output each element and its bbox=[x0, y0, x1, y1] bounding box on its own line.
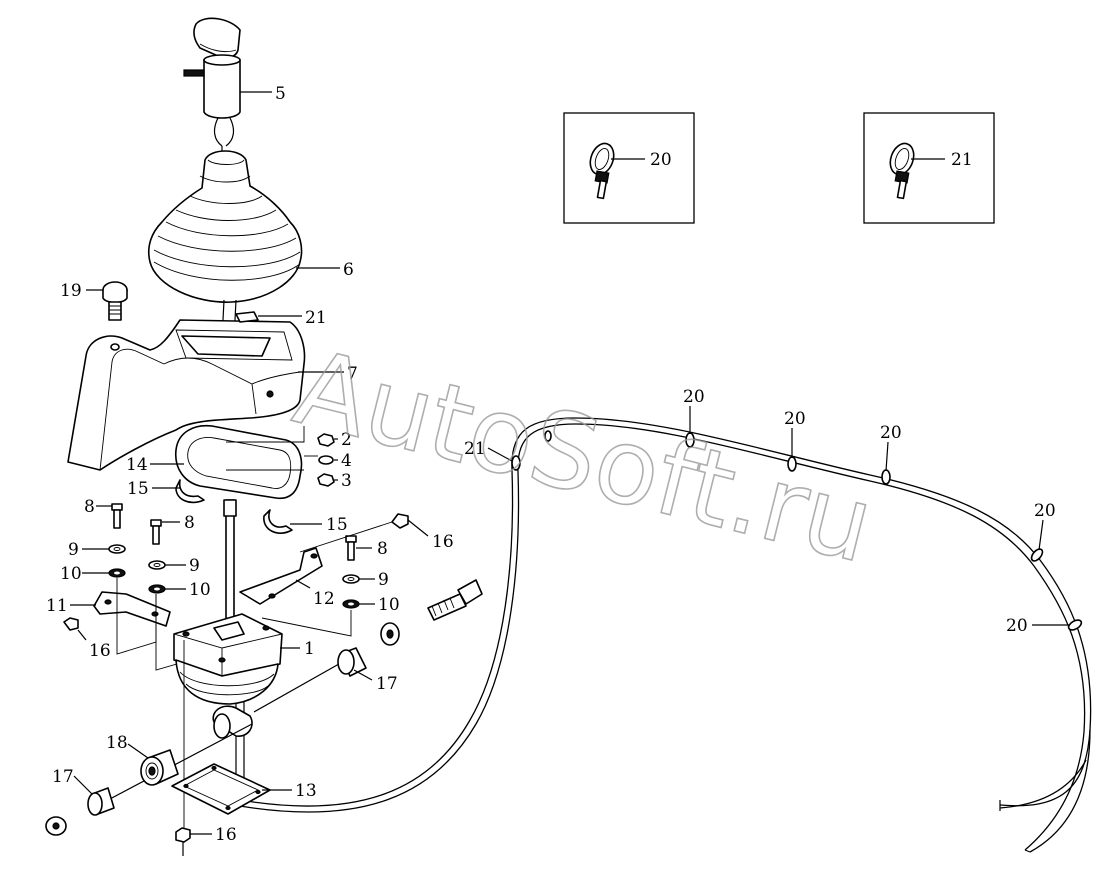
clips-15 bbox=[175, 479, 293, 534]
callout-8-right: 8 bbox=[377, 539, 388, 559]
bolt-16-top bbox=[391, 513, 409, 529]
callout-18: 18 bbox=[106, 733, 128, 753]
callout-20-a: 20 bbox=[683, 387, 705, 407]
callout-16-bottom: 16 bbox=[215, 825, 237, 845]
nut-16-bottom bbox=[175, 827, 191, 856]
bolt-set-left bbox=[108, 503, 126, 578]
callout-10-right: 10 bbox=[378, 595, 400, 615]
bracket-12 bbox=[239, 547, 323, 605]
bolt-set-right bbox=[342, 535, 360, 609]
callout-20-e: 20 bbox=[1006, 616, 1028, 636]
callout-16-left: 16 bbox=[89, 641, 111, 661]
inset-box-clamp-21 bbox=[863, 112, 995, 224]
callout-9-middle: 9 bbox=[189, 556, 200, 576]
washer-upper bbox=[380, 622, 400, 646]
linkage-arm bbox=[107, 659, 347, 801]
leader-lines bbox=[70, 91, 1070, 835]
callout-1: 1 bbox=[304, 639, 315, 659]
gear-knob bbox=[183, 17, 241, 160]
callout-15-right: 15 bbox=[326, 515, 348, 535]
callout-7: 7 bbox=[347, 364, 358, 384]
callout-2: 2 bbox=[341, 430, 352, 450]
callout-8-left: 8 bbox=[84, 497, 95, 517]
control-cable bbox=[239, 417, 1092, 853]
bolt-19 bbox=[102, 281, 128, 321]
callout-21-knob: 21 bbox=[305, 308, 327, 328]
callout-20-d: 20 bbox=[1034, 501, 1056, 521]
callout-9-left: 9 bbox=[68, 540, 79, 560]
callout-5: 5 bbox=[275, 84, 286, 104]
callout-21-inset: 21 bbox=[951, 150, 973, 170]
callout-8-middle: 8 bbox=[184, 513, 195, 533]
cable-clamps bbox=[511, 430, 1083, 631]
bolt-large bbox=[427, 579, 483, 621]
cover-plate-13 bbox=[171, 763, 271, 815]
callout-labels: 5 6 19 21 7 2 4 3 14 15 15 16 8 8 8 9 9 … bbox=[46, 84, 1056, 845]
callout-6: 6 bbox=[343, 260, 354, 280]
rubber-boot bbox=[147, 150, 303, 341]
callout-3: 3 bbox=[341, 471, 352, 491]
callout-13: 13 bbox=[295, 781, 317, 801]
callout-20-inset: 20 bbox=[650, 150, 672, 170]
callout-19: 19 bbox=[60, 281, 82, 301]
callout-14: 14 bbox=[126, 455, 148, 475]
nuts-2-4-3 bbox=[226, 426, 335, 487]
callout-21-cable: 21 bbox=[464, 439, 486, 459]
callout-20-b: 20 bbox=[784, 409, 806, 429]
bearing-18 bbox=[140, 749, 179, 786]
bolt-set-middle bbox=[148, 519, 166, 594]
gasket-14 bbox=[175, 424, 303, 500]
callout-9-right: 9 bbox=[378, 570, 389, 590]
console-housing bbox=[67, 311, 306, 471]
bushing-17-upper bbox=[337, 647, 367, 677]
callout-10-left: 10 bbox=[60, 564, 82, 584]
callout-17-upper: 17 bbox=[376, 674, 398, 694]
bracket-11 bbox=[63, 591, 171, 631]
callout-11: 11 bbox=[46, 596, 68, 616]
shifter-base bbox=[173, 613, 283, 830]
watermark-text: AutoSoft.ru bbox=[284, 326, 884, 587]
callout-17-lower: 17 bbox=[52, 767, 74, 787]
callout-16-right: 16 bbox=[432, 532, 454, 552]
bushing-17-lower bbox=[87, 787, 115, 816]
shift-rod bbox=[223, 499, 237, 631]
callout-4: 4 bbox=[341, 451, 352, 471]
inset-box-clamp-20 bbox=[563, 112, 695, 224]
callout-10-middle: 10 bbox=[189, 580, 211, 600]
callout-20-c: 20 bbox=[880, 423, 902, 443]
callout-15-left: 15 bbox=[127, 479, 149, 499]
washer-lower bbox=[45, 816, 67, 836]
callout-12: 12 bbox=[313, 589, 335, 609]
